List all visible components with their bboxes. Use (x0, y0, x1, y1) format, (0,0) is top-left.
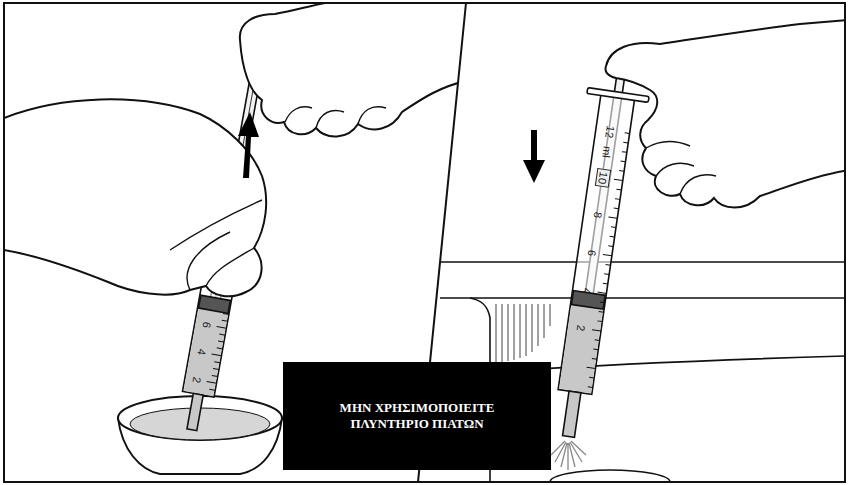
plunger-stopper (199, 295, 231, 313)
syringe-liquid (184, 308, 228, 396)
hand-top (240, 3, 470, 137)
sink-shading (496, 304, 550, 362)
hand-right (605, 20, 849, 208)
finger-lines (170, 200, 262, 290)
scale-number: 10 (596, 171, 610, 185)
scale-number: 12 (603, 125, 617, 139)
up-arrow (238, 112, 259, 178)
counter-edge (440, 261, 845, 263)
finger-lines (285, 107, 386, 128)
scale-number: ml (600, 145, 614, 158)
syringe-nozzle (563, 391, 581, 437)
hand-outline (605, 20, 849, 208)
syringe-liquid (559, 304, 603, 393)
finger-lines (646, 142, 716, 194)
frame (4, 3, 845, 482)
syringe-nozzle (187, 393, 203, 430)
scale-ticks (584, 132, 630, 387)
sink-rim (440, 297, 845, 299)
syringe-right (538, 56, 654, 441)
hands-left (4, 3, 470, 296)
volume-marker-box: 10 (595, 168, 611, 188)
hand-left (4, 99, 266, 296)
water-spray (551, 441, 586, 470)
warning-text: ΜΗΝ ΧΡΗΣΙΜΟΠΟΙΕΙΤΕ ΠΛΥΝΤΗΡΙΟ ΠΙΑΤΩΝ (327, 400, 507, 433)
scale-number: 4 (580, 287, 593, 295)
syringe-barrel (558, 93, 635, 395)
warning-box: ΜΗΝ ΧΡΗΣΙΜΟΠΟΙΕΙΤΕ ΠΛΥΝΤΗΡΙΟ ΠΙΑΤΩΝ (283, 362, 551, 470)
down-arrow (523, 130, 545, 183)
syringe-flange (587, 88, 649, 103)
